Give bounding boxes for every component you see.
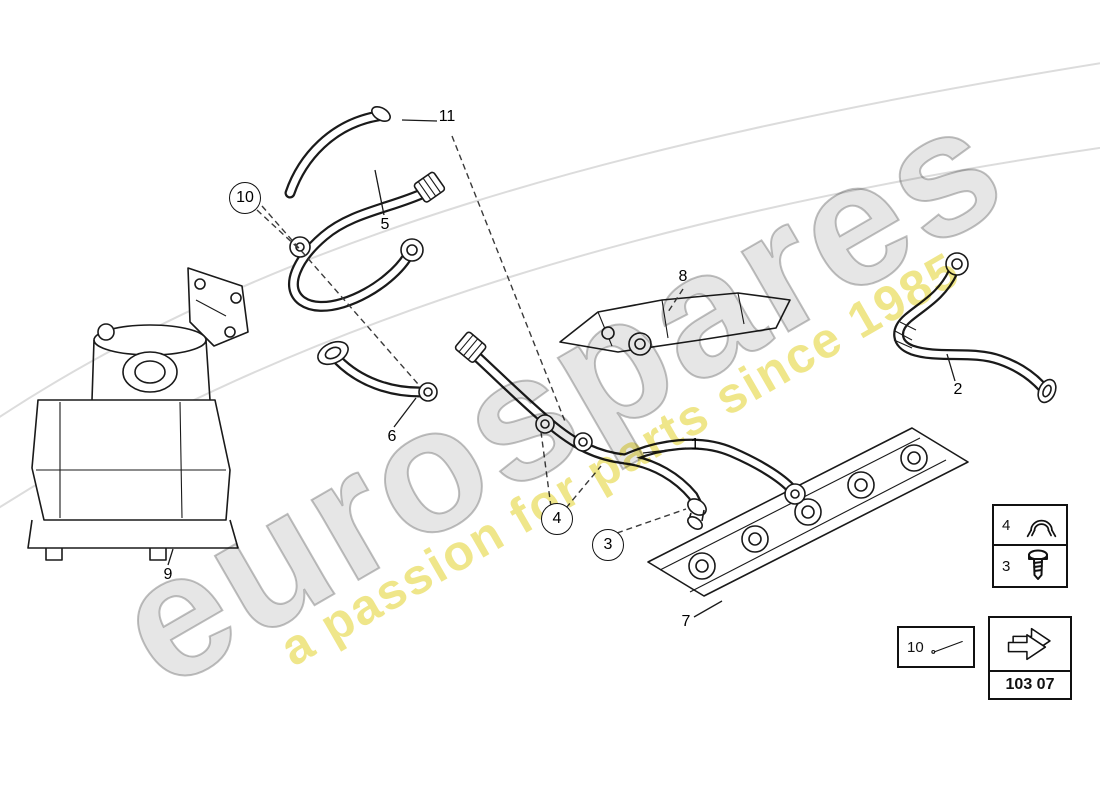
callout-3: 3 (592, 529, 624, 561)
expansion-tank (27, 267, 249, 561)
breather-hose-loop (287, 171, 446, 312)
callout-8: 8 (678, 268, 688, 285)
legend-screw-row: 3 (992, 544, 1068, 588)
legend-line-number: 10 (907, 638, 924, 656)
legend-clamp-number: 4 (1002, 516, 1011, 534)
engine-cover-top (559, 292, 791, 356)
legend-clamp-row: 4 (992, 504, 1068, 546)
callout-4: 4 (541, 503, 573, 535)
flanged-hose (317, 340, 438, 402)
part-group-icon (988, 616, 1072, 672)
pin-icon (931, 640, 963, 654)
central-breather-line (454, 331, 806, 530)
callout-1: 1 (690, 436, 700, 453)
clamp-icon (1026, 519, 1057, 538)
callout-9: 9 (163, 566, 173, 583)
callout-10: 10 (229, 182, 261, 214)
callout-6: 6 (387, 428, 397, 445)
legend-line-row: 10 (897, 626, 975, 668)
valve-cover (647, 427, 969, 597)
callout-11: 11 (438, 108, 456, 125)
legend-screw-number: 3 (1002, 557, 1011, 575)
callout-5: 5 (380, 216, 390, 233)
arrow-icon (1007, 627, 1051, 661)
part-group-code: 103 07 (988, 670, 1072, 700)
screw-icon (1028, 549, 1048, 580)
vent-hose (284, 105, 391, 258)
part-group-box: 103 07 (988, 616, 1072, 700)
right-breather-hose (893, 252, 1057, 404)
legend-fasteners: 4 3 (992, 504, 1068, 588)
leader-lines (167, 119, 956, 618)
callout-2: 2 (953, 381, 963, 398)
callout-7: 7 (681, 613, 691, 630)
